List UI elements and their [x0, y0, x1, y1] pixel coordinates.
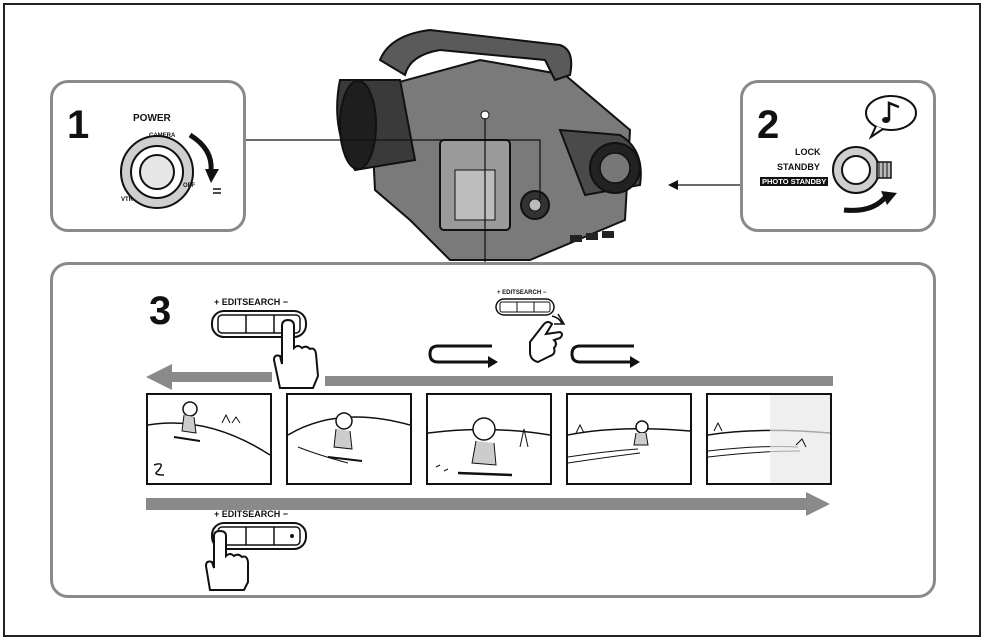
frame-strip	[146, 393, 836, 487]
hand-press-icon	[272, 318, 320, 389]
editsearch-label-small: + EDITSEARCH −	[497, 290, 547, 296]
editsearch-button-top[interactable]	[210, 309, 310, 389]
music-note-icon	[865, 95, 917, 140]
editsearch-button-small[interactable]	[495, 298, 557, 318]
hand-press-icon-bottom	[204, 529, 249, 591]
camcorder-illustration	[336, 28, 642, 261]
frame-2	[286, 393, 412, 485]
lock-label: LOCK	[795, 147, 821, 157]
editsearch-label-bottom: + EDITSEARCH −	[214, 509, 289, 519]
dial-label-off: OFF	[183, 183, 195, 189]
editsearch-label-top: + EDITSEARCH −	[214, 297, 289, 307]
manual-figure-frame	[3, 3, 981, 637]
frame-4	[566, 393, 692, 485]
step-2-number: 2	[757, 103, 780, 147]
dial-label-vtr: VTR	[121, 197, 133, 203]
photo-standby-label: PHOTO STANDBY	[760, 177, 829, 186]
rewind-arrow-icon	[146, 364, 272, 390]
top-track-bar	[325, 376, 833, 386]
step-3-number: 3	[149, 289, 172, 333]
frame-1	[146, 393, 272, 485]
return-loop-icon	[428, 344, 498, 368]
standby-switch[interactable]	[819, 135, 909, 225]
step-1-panel: 1 POWER CAMERA VTR OFF	[50, 80, 246, 232]
forward-arrow-icon	[146, 492, 830, 516]
power-label: POWER	[133, 113, 171, 124]
frame-5	[706, 393, 832, 485]
step-1-number: 1	[67, 103, 90, 147]
power-switch-dial[interactable]	[115, 127, 225, 217]
dial-label-camera: CAMERA	[149, 133, 176, 139]
frame-3	[426, 393, 552, 485]
forward-loop-icon	[570, 344, 640, 368]
standby-label: STANDBY	[777, 162, 820, 172]
editsearch-button-bottom[interactable]	[210, 521, 310, 553]
step-2-panel: 2 LOCK STANDBY PHOTO STANDBY	[740, 80, 936, 232]
hand-release-icon	[529, 313, 566, 364]
